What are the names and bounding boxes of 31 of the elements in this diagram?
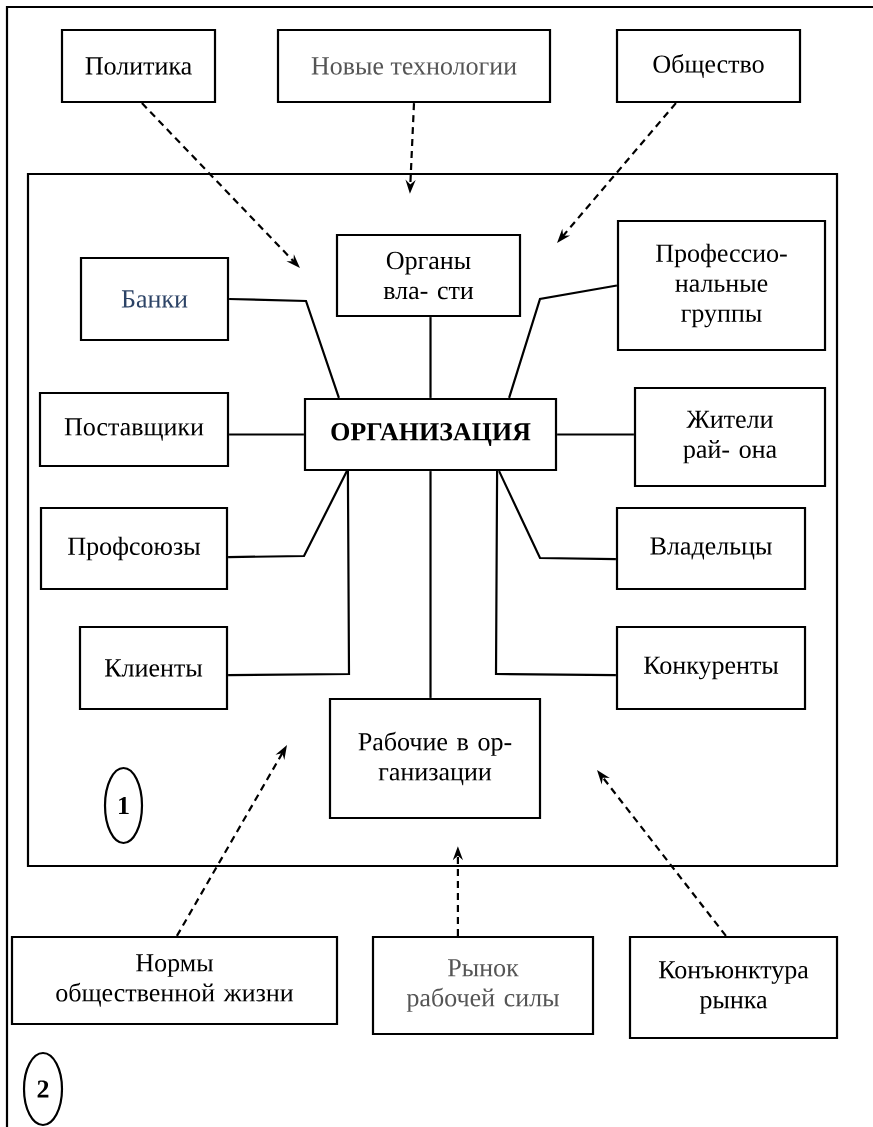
connector-line bbox=[429, 471, 432, 698]
frame bbox=[5, 5, 873, 1127]
connector-line bbox=[494, 471, 616, 677]
text-box: Профсоюзы bbox=[39, 506, 229, 591]
text-box: Политика bbox=[60, 28, 217, 104]
connector-line bbox=[229, 297, 340, 399]
text-box: Клиенты bbox=[78, 625, 229, 711]
connector-line bbox=[508, 284, 618, 399]
text-box: ОРГАНИЗАЦИЯ bbox=[303, 397, 558, 472]
frame bbox=[26, 172, 839, 868]
circled-number: 1 bbox=[103, 766, 144, 845]
text-box: Рабочие в ор- ганизации bbox=[328, 697, 542, 820]
text-box: Конкуренты bbox=[615, 625, 807, 711]
connector-line bbox=[228, 471, 351, 677]
connector-line bbox=[557, 433, 634, 436]
text-box: Жители рай- она bbox=[633, 386, 827, 488]
text-box: Органы вла- сти bbox=[335, 233, 522, 318]
text-box: Банки bbox=[79, 256, 230, 342]
text-box: Владельцы bbox=[615, 506, 807, 591]
text-box: Поставщики bbox=[38, 391, 230, 468]
text-box: Новые технологии bbox=[276, 28, 552, 104]
text-box: Рынок рабочей силы bbox=[371, 935, 595, 1036]
connector-line bbox=[229, 433, 304, 436]
text-box: Профессио- нальные группы bbox=[616, 219, 827, 352]
text-box: Нормы общественной жизни bbox=[10, 935, 339, 1026]
text-box: Общество bbox=[615, 28, 802, 104]
connector-line bbox=[429, 317, 432, 398]
text-box: Конъюнктура рынка bbox=[628, 935, 839, 1040]
circled-number: 2 bbox=[22, 1051, 64, 1127]
connector-line bbox=[228, 470, 348, 559]
connector-line bbox=[498, 470, 616, 561]
